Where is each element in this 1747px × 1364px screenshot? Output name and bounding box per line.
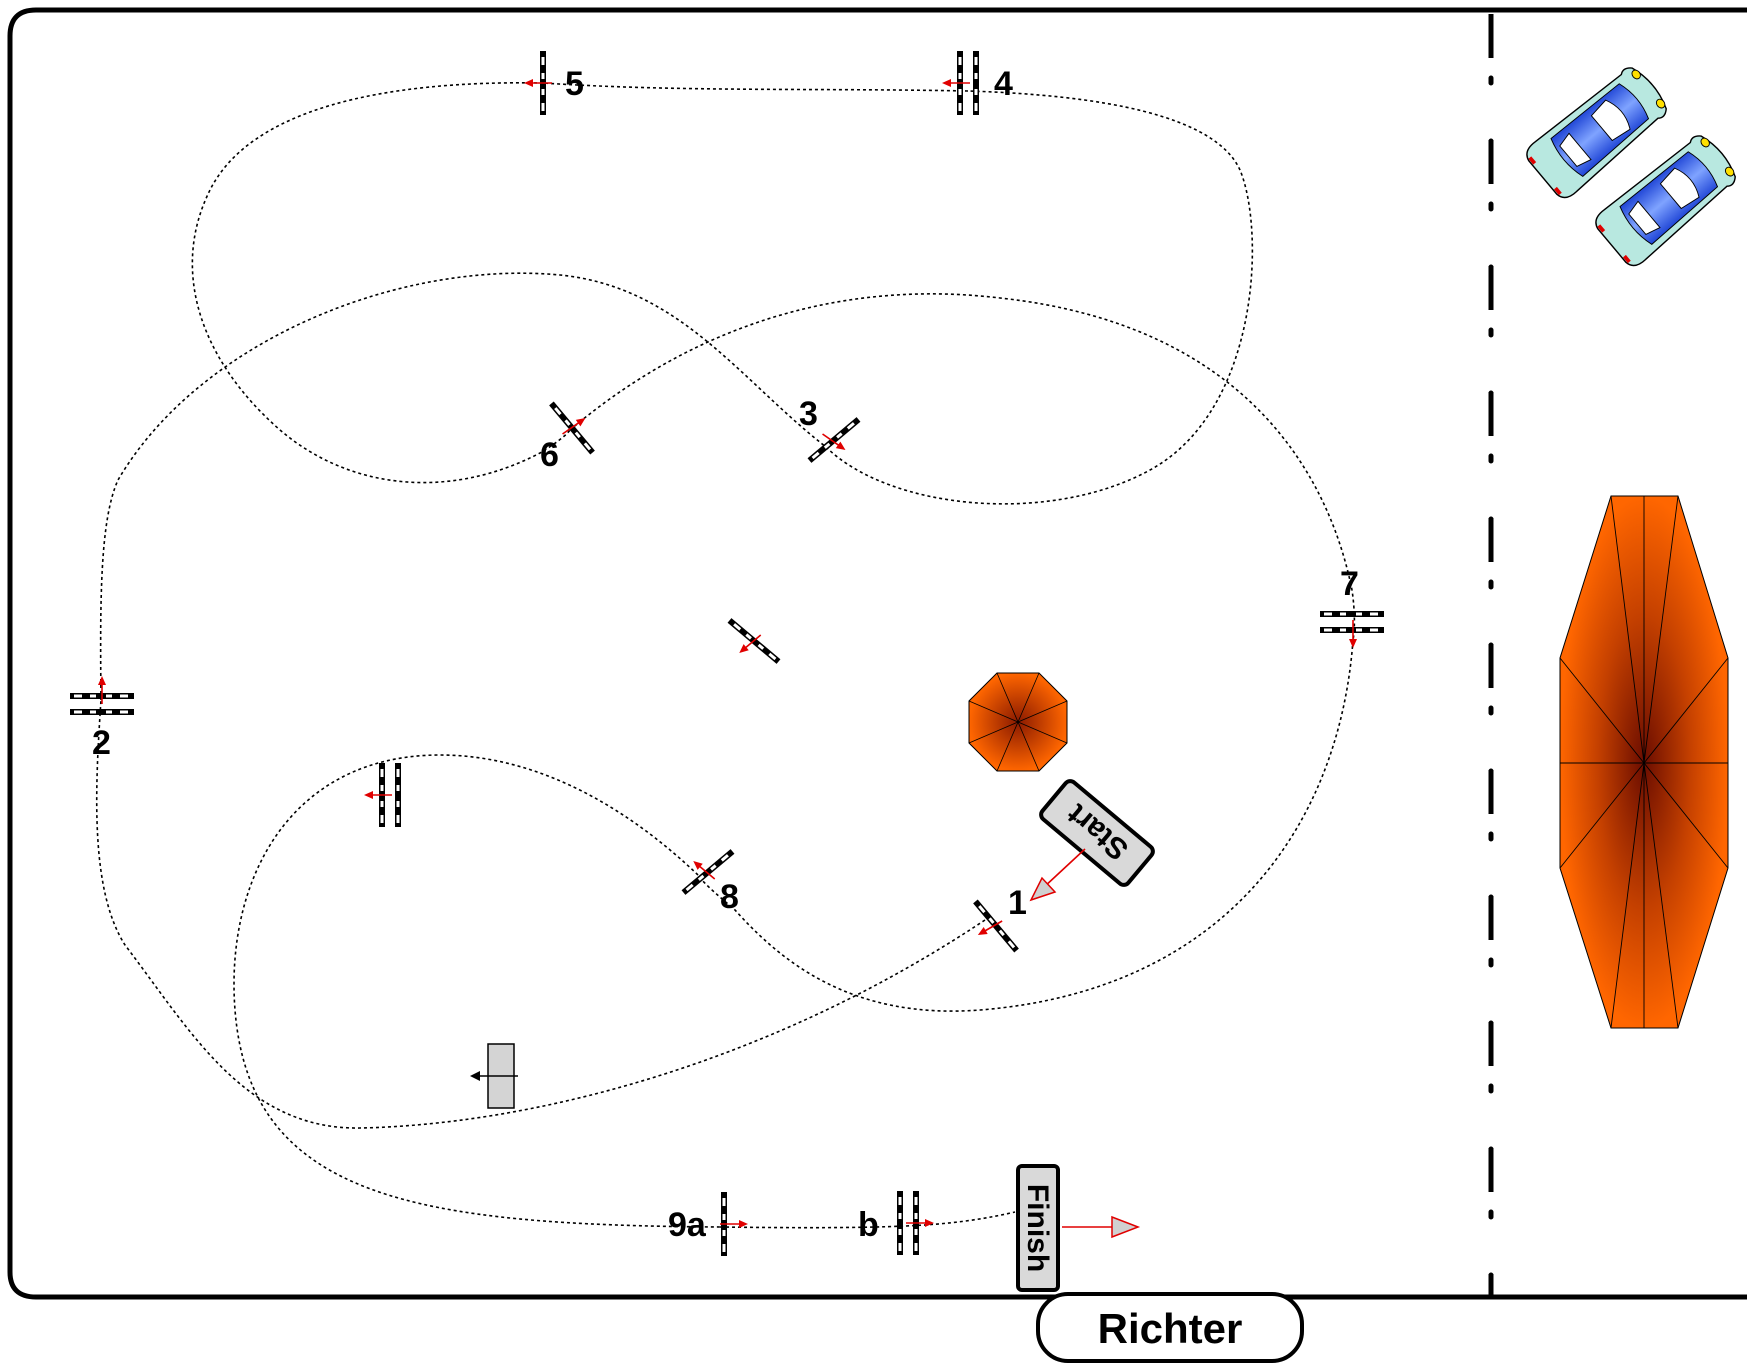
judge-box: Richter [1036, 1292, 1304, 1363]
riding-path [95, 81, 1356, 1229]
finish-sign: Finish [1016, 1164, 1060, 1292]
wall-direction-arrow [470, 1071, 518, 1081]
obstacle-label-2: 2 [92, 724, 111, 762]
start-sign: Start [1039, 779, 1155, 887]
obstacle-label-9a: 9a [668, 1206, 707, 1244]
finish-sign-label: Finish [1021, 1184, 1054, 1272]
direction-arrow-7 [1348, 619, 1358, 649]
judge-label: Richter [1098, 1305, 1243, 1352]
direction-arrow-4 [941, 78, 971, 88]
obstacle-7 [1320, 611, 1384, 633]
obstacle-label-3: 3 [799, 395, 818, 433]
direction-arrow-5 [523, 78, 553, 88]
obstacle-label-b: b [858, 1206, 879, 1244]
obstacle-label-5: 5 [565, 65, 584, 103]
start-arrow [1029, 848, 1086, 902]
umbrella-icon [968, 672, 1068, 772]
direction-arrow-2 [97, 675, 107, 705]
obstacle-label-7: 7 [1340, 565, 1359, 603]
obstacle-label-6: 6 [540, 436, 559, 474]
finish-arrow [1062, 1215, 1141, 1239]
direction-arrow-left [363, 790, 393, 800]
obstacle-label-4: 4 [994, 65, 1013, 103]
arena-boundary [7, 7, 1747, 1300]
pavilion-tent-icon [1559, 495, 1729, 1029]
obstacle-label-1: 1 [1008, 884, 1027, 922]
obstacle-label-8: 8 [720, 878, 739, 916]
